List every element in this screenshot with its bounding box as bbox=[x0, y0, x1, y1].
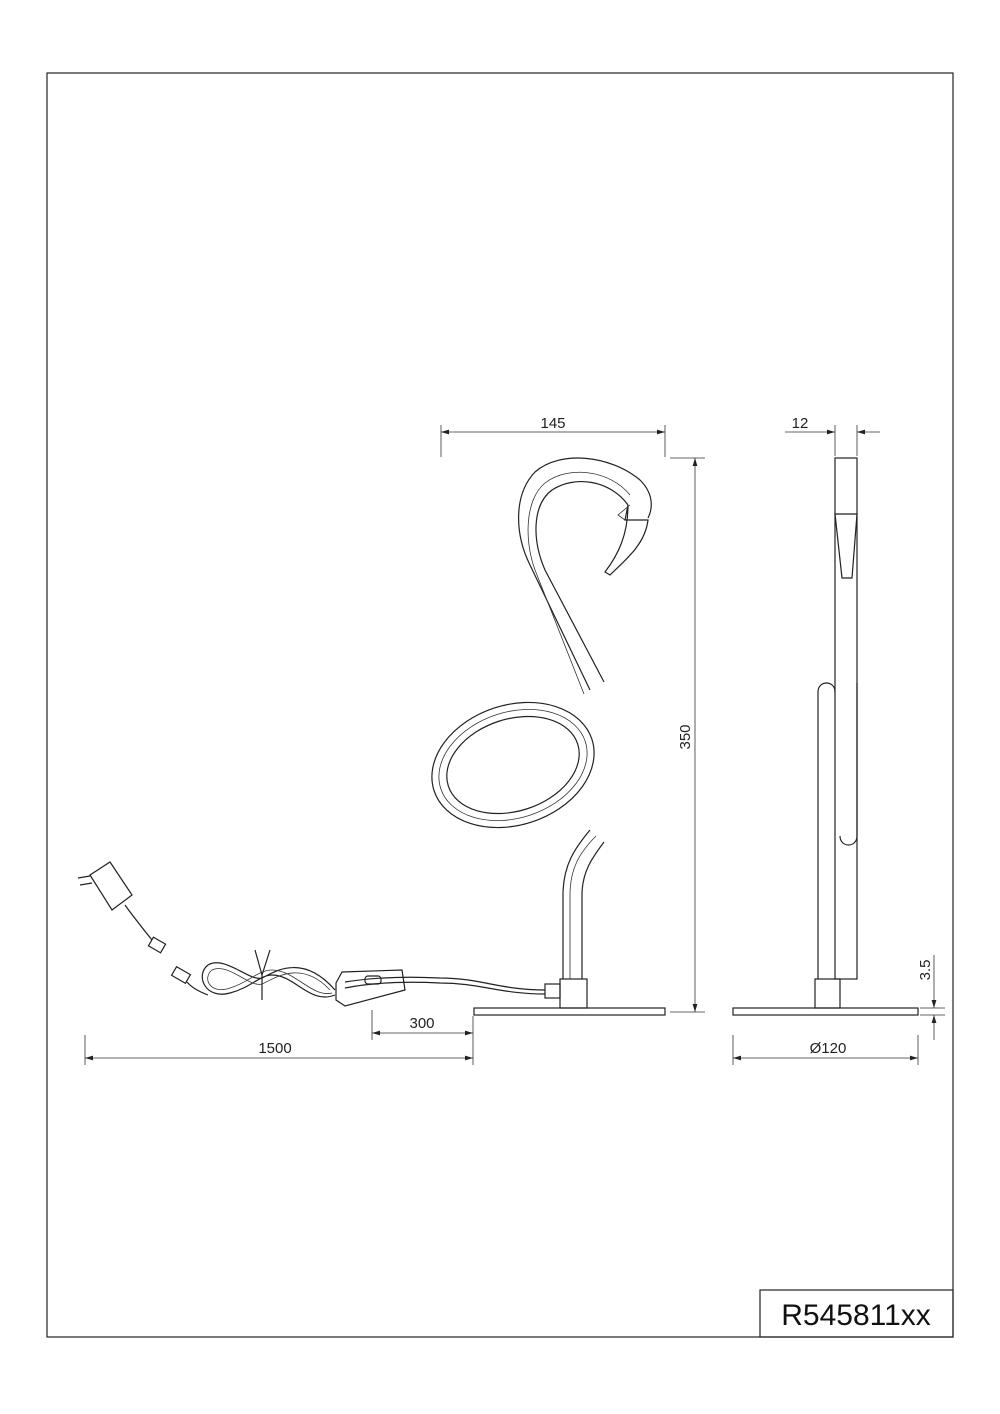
dimension-depth: 12 bbox=[785, 415, 880, 456]
cable-coil bbox=[201, 949, 336, 1000]
dimension-base-thickness: 3.5 bbox=[917, 955, 945, 1040]
dimension-switch-distance: 300 bbox=[371, 1010, 474, 1065]
dimension-cable-length: 1500 bbox=[84, 1035, 473, 1065]
dimension-height: 350 bbox=[670, 457, 705, 1013]
power-adapter bbox=[77, 861, 133, 911]
svg-text:Ø120: Ø120 bbox=[810, 1040, 847, 1057]
part-number: R545811xx bbox=[781, 1299, 931, 1332]
svg-text:350: 350 bbox=[677, 724, 694, 749]
dc-connector-male bbox=[147, 936, 167, 954]
dimension-base-diameter: Ø120 bbox=[732, 1035, 919, 1065]
dimension-width: 145 bbox=[440, 415, 666, 457]
base-plate-front bbox=[473, 1007, 666, 1016]
inline-switch bbox=[335, 969, 406, 1007]
svg-text:3.5: 3.5 bbox=[917, 960, 934, 981]
base-block-front bbox=[559, 978, 588, 1009]
svg-text:300: 300 bbox=[409, 1015, 434, 1032]
cable-assembly bbox=[77, 861, 546, 1007]
front-view-flamingo bbox=[431, 457, 666, 1016]
svg-text:1500: 1500 bbox=[258, 1040, 291, 1057]
title-block: R545811xx bbox=[759, 1289, 954, 1338]
svg-text:12: 12 bbox=[792, 415, 809, 432]
svg-text:145: 145 bbox=[540, 415, 565, 432]
drawing-frame bbox=[46, 72, 954, 1338]
side-view bbox=[732, 457, 919, 1016]
dc-connector-female bbox=[170, 965, 192, 985]
